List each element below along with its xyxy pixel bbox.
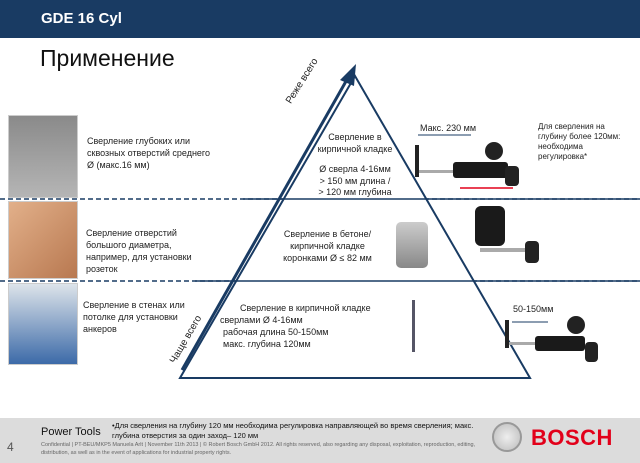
bosch-logo: BOSCH	[531, 425, 613, 450]
row2-description: Сверление отверстий большого диаметра, н…	[86, 228, 192, 274]
pyramid-line: рабочая длина 50-150мм	[223, 327, 329, 337]
page-number: 4	[7, 440, 14, 454]
footer-footnote: •Для сверления на глубину 120 мм необход…	[112, 421, 474, 440]
pyramid-line: кирпичной кладке	[317, 143, 393, 154]
photo-deep-drilling	[8, 115, 78, 198]
pyramid-line: > 150 мм длина /	[319, 175, 391, 186]
row1-dimension-label: Макс. 230 мм	[420, 123, 477, 133]
header-bar: GDE 16 Cyl	[0, 0, 640, 38]
pyramid-line: Сверление в кирпичной кладке	[240, 303, 371, 313]
pyramid-line: макс. глубина 120мм	[223, 339, 311, 349]
dust-extractor-image-long	[415, 140, 530, 188]
row3-description: Сверление в стенах или потолке для устан…	[83, 300, 185, 334]
pyramid-line: Сверление в	[328, 132, 382, 142]
drill-bit-image	[412, 300, 415, 352]
footer-brand-line: Power Tools	[41, 426, 101, 438]
dust-extractor-image-short	[505, 316, 605, 368]
pyramid-line: кирпичной кладке	[290, 241, 365, 251]
photo-hole-saw	[8, 201, 78, 279]
page-title: Применение	[40, 45, 175, 71]
dust-extractor-image-large	[470, 206, 550, 270]
row3-dimension-label: 50-150мм	[513, 304, 554, 314]
row3-pyramid-text: Сверление в кирпичной кладке сверлами Ø 4…	[220, 302, 385, 350]
header-title: GDE 16 Cyl	[41, 10, 122, 27]
row1-description: Сверление глубоких или сквозных отверсти…	[87, 136, 211, 170]
footer-bar	[0, 418, 640, 463]
arrow-head-icon	[340, 64, 356, 86]
core-bit-image	[396, 222, 428, 268]
pyramid-line: коронками Ø ≤ 82 мм	[283, 253, 372, 263]
pyramid-outline	[178, 74, 532, 379]
pyramid-line: сверлами Ø 4-16мм	[220, 315, 303, 325]
pyramid-line: Сверление в бетоне/	[283, 229, 372, 239]
row1-note: Для сверления на глубину более 120мм: не…	[538, 122, 621, 161]
pyramid-line: Ø сверла 4-16мм	[319, 164, 391, 174]
footer-confidential: Confidential | PT-BEU/MKP5 Manuela Arlt …	[41, 442, 476, 456]
bosch-armature-icon	[492, 422, 522, 452]
photo-ceiling-drilling	[8, 283, 78, 365]
frequency-arrow	[180, 75, 351, 371]
pyramid-line: > 120 мм глубина	[318, 187, 392, 197]
row2-pyramid-text: Сверление в бетоне/кирпичной кладке корон…	[265, 228, 390, 264]
